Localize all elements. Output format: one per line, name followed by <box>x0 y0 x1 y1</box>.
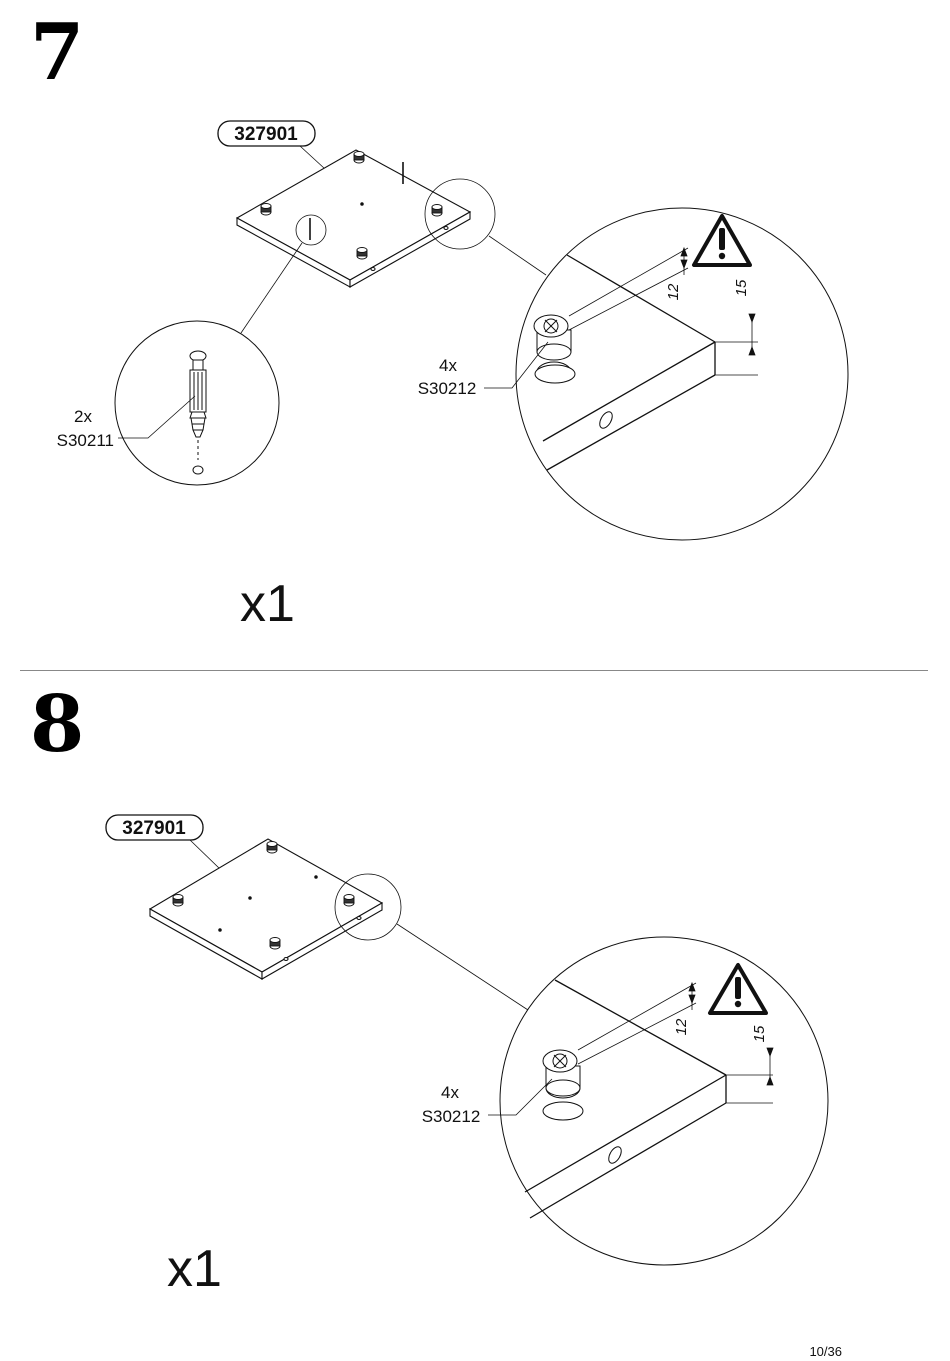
step-8-cam-detail: 12 15 4x S30212 <box>422 936 829 1266</box>
step-8-dim-12: 12 <box>673 1018 690 1035</box>
step-7-diagram: 327901 <box>57 120 849 541</box>
warning-triangle-icon <box>692 214 752 267</box>
step-8-cam-code: S30212 <box>422 1107 481 1126</box>
step-7-dim-15: 15 <box>733 279 750 296</box>
step-7-part-label: 327901 <box>217 120 363 204</box>
step-8-quantity: x1 <box>167 1240 222 1298</box>
step-8-number: 8 <box>30 679 85 770</box>
step-7-number: 7 <box>30 7 85 98</box>
step-7-dim-12: 12 <box>665 283 682 300</box>
warning-triangle-icon <box>708 963 768 1015</box>
step-8-part-number: 327901 <box>122 818 186 839</box>
step-8-cam-qty: 4x <box>441 1083 459 1102</box>
step-7-cam-detail: 12 15 4x S30212 <box>418 207 849 541</box>
step-8-panel <box>148 838 384 980</box>
step-7-cam-qty: 4x <box>439 356 457 375</box>
step-divider <box>20 670 928 671</box>
page-number: 10/36 <box>809 1344 842 1359</box>
step-8-part-label: 327901 <box>105 814 251 899</box>
step-7-quantity: x1 <box>240 575 295 633</box>
step-7-part-number: 327901 <box>234 124 298 145</box>
step-7-panel <box>235 149 472 288</box>
step-7-cam-code: S30212 <box>418 379 477 398</box>
step-7-cam-fitting <box>260 151 443 260</box>
step-7-screw-code: S30211 <box>57 431 114 450</box>
step-7-screw-qty: 2x <box>74 407 92 426</box>
step-7-screw-detail: 2x S30211 <box>57 320 280 486</box>
step-8-dim-15: 15 <box>751 1025 768 1042</box>
